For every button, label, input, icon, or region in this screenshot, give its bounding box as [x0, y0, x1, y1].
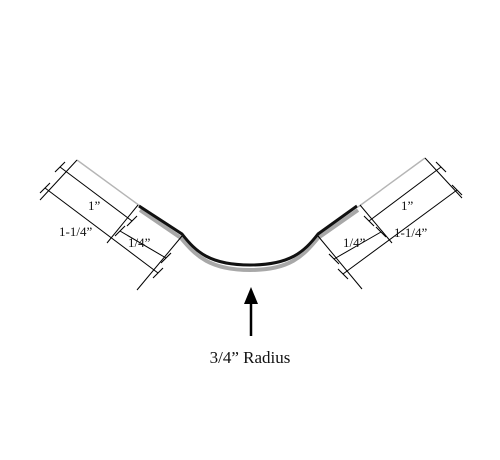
profile-dark-layer [138, 204, 358, 267]
radius-caption: 3/4” Radius [210, 348, 291, 367]
right-ext-line-bottom [317, 235, 363, 290]
left-ext-line-mid [106, 204, 139, 244]
right-dim-quarter-tick-a [375, 226, 387, 238]
right-dim-one-quarter-line [342, 189, 458, 275]
left-dim-quarter-tick-b [160, 252, 172, 264]
left-dim-one-tick-b [126, 215, 138, 227]
left-dim-quarter-line [119, 230, 167, 259]
profile-shape [76, 157, 426, 273]
radius-arrow-head [244, 287, 258, 304]
right-label-one: 1” [401, 198, 414, 213]
left-ext-line-top [39, 159, 78, 201]
left-dim-one-quarter-tick-b [152, 267, 164, 279]
right-dim-one-quarter-tick-a [451, 184, 463, 196]
left-label-quarter: 1/4” [128, 235, 151, 250]
right-label-one-quarter: 1-1/4” [394, 225, 427, 240]
left-dim-one-quarter-tick-a [39, 182, 51, 194]
right-dimensions: 1” 1-1/4” 1/4” [317, 157, 463, 290]
right-flange-light [357, 157, 426, 208]
right-label-quarter: 1/4” [343, 235, 366, 250]
right-dim-one-tick-a [435, 161, 447, 173]
left-label-one: 1” [88, 198, 101, 213]
left-flange-light [76, 159, 141, 207]
right-ext-line-top [424, 157, 463, 199]
right-dim-one-quarter-tick-b [337, 268, 349, 280]
radius-callout: 3/4” Radius [210, 287, 291, 367]
left-dim-one-tick-a [54, 161, 66, 173]
left-ext-line-bottom [136, 235, 183, 291]
right-dim-one-line [368, 166, 442, 222]
left-label-one-quarter: 1-1/4” [59, 224, 92, 239]
left-dim-quarter-tick-a [114, 225, 126, 237]
left-dim-one-quarter-line [44, 187, 159, 274]
profile-gray-layer [138, 208, 360, 273]
right-dim-quarter-tick-b [328, 253, 340, 265]
left-dimensions: 1” 1-1/4” 1/4” [39, 159, 183, 291]
right-ext-line-mid [359, 204, 393, 244]
right-dim-quarter-line [333, 231, 382, 260]
right-dim-one-tick-b [363, 215, 375, 227]
left-dim-one-line [59, 166, 133, 222]
